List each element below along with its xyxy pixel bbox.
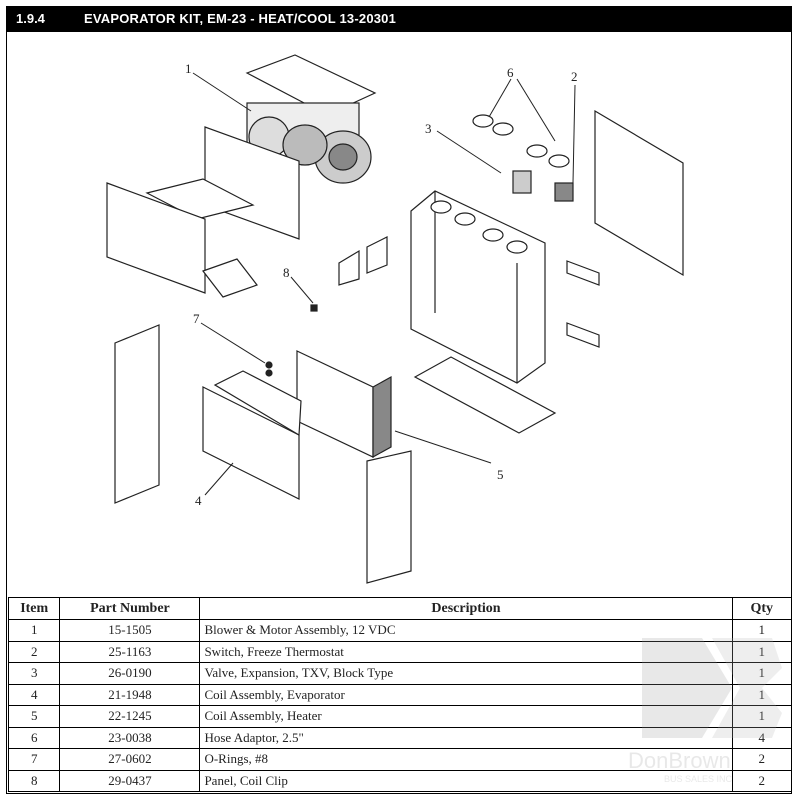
col-item: Item [7,597,61,620]
cell-qty: 1 [731,640,793,663]
bracket-b [366,236,388,274]
cell-part-number: 22-1245 [59,705,201,728]
right-side-panel [594,109,684,277]
col-part-number: Part Number [59,597,201,620]
txv-valve [512,170,532,194]
front-cover-panel [366,450,412,584]
cell-qty: 1 [731,662,793,685]
evaporator-coil [202,386,300,500]
cell-item: 1 [7,619,61,642]
freeze-switch [554,182,574,202]
callout-4: 4 [195,493,202,508]
page-header: 1.9.4 EVAPORATOR KIT, EM-23 - HEAT/COOL … [6,6,792,32]
cell-description: Switch, Freeze Thermostat [199,640,733,663]
drain-pan [413,356,557,434]
cell-part-number: 21-1948 [59,683,201,706]
cell-part-number: 26-0190 [59,662,201,685]
cell-part-number: 29-0437 [59,769,201,792]
cell-item: 2 [7,640,61,663]
callout-8: 8 [283,265,290,280]
cell-part-number: 15-1505 [59,619,201,642]
blower-assembly [246,102,372,184]
top-plate [245,54,377,116]
callout-2: 2 [571,69,578,84]
bracket-a [338,249,360,286]
exploded-parts-diagram: 1 2 3 6 7 8 4 5 [106,54,684,584]
callout-7: 7 [193,311,200,326]
side-panel [106,182,206,294]
page-title: EVAPORATOR KIT, EM-23 - HEAT/COOL 13-203… [84,11,397,26]
bottom-panel [202,258,258,298]
bracket-c [566,260,600,286]
cell-qty: 1 [731,619,793,642]
cell-item: 4 [7,683,61,706]
col-qty: Qty [731,597,793,620]
callout-6: 6 [507,65,514,80]
callout-labels: 1 2 3 6 7 8 4 5 [185,61,578,508]
callout-1: 1 [185,61,192,76]
cell-part-number: 23-0038 [59,726,201,749]
callout-3: 3 [425,121,432,136]
main-housing [410,190,546,384]
cell-description: Blower & Motor Assembly, 12 VDC [199,619,733,642]
cell-description: Coil Assembly, Evaporator [199,683,733,706]
cell-qty: 2 [731,748,793,771]
cell-description: Valve, Expansion, TXV, Block Type [199,662,733,685]
cell-qty: 4 [731,726,793,749]
col-description: Description [199,597,733,620]
cell-part-number: 27-0602 [59,748,201,771]
cell-part-number: 25-1163 [59,640,201,663]
cell-description: Hose Adaptor, 2.5" [199,726,733,749]
cell-item: 8 [7,769,61,792]
cell-item: 5 [7,705,61,728]
cell-item: 6 [7,726,61,749]
callout-5: 5 [497,467,504,482]
cell-item: 3 [7,662,61,685]
coil-clip [310,304,318,312]
table-header-row: Item Part Number Description Qty [7,597,793,620]
cell-qty: 2 [731,769,793,792]
o-ring [265,361,273,369]
section-number: 1.9.4 [16,11,45,26]
cell-description: Panel, Coil Clip [199,769,733,792]
cell-item: 7 [7,748,61,771]
cell-description: Coil Assembly, Heater [199,705,733,728]
hose-adaptors [472,114,570,168]
cell-qty: 1 [731,683,793,706]
bracket-d [566,322,600,348]
heater-coil [296,350,374,458]
left-cover-panel [114,324,160,504]
cell-qty: 1 [731,705,793,728]
cell-description: O-Rings, #8 [199,748,733,771]
